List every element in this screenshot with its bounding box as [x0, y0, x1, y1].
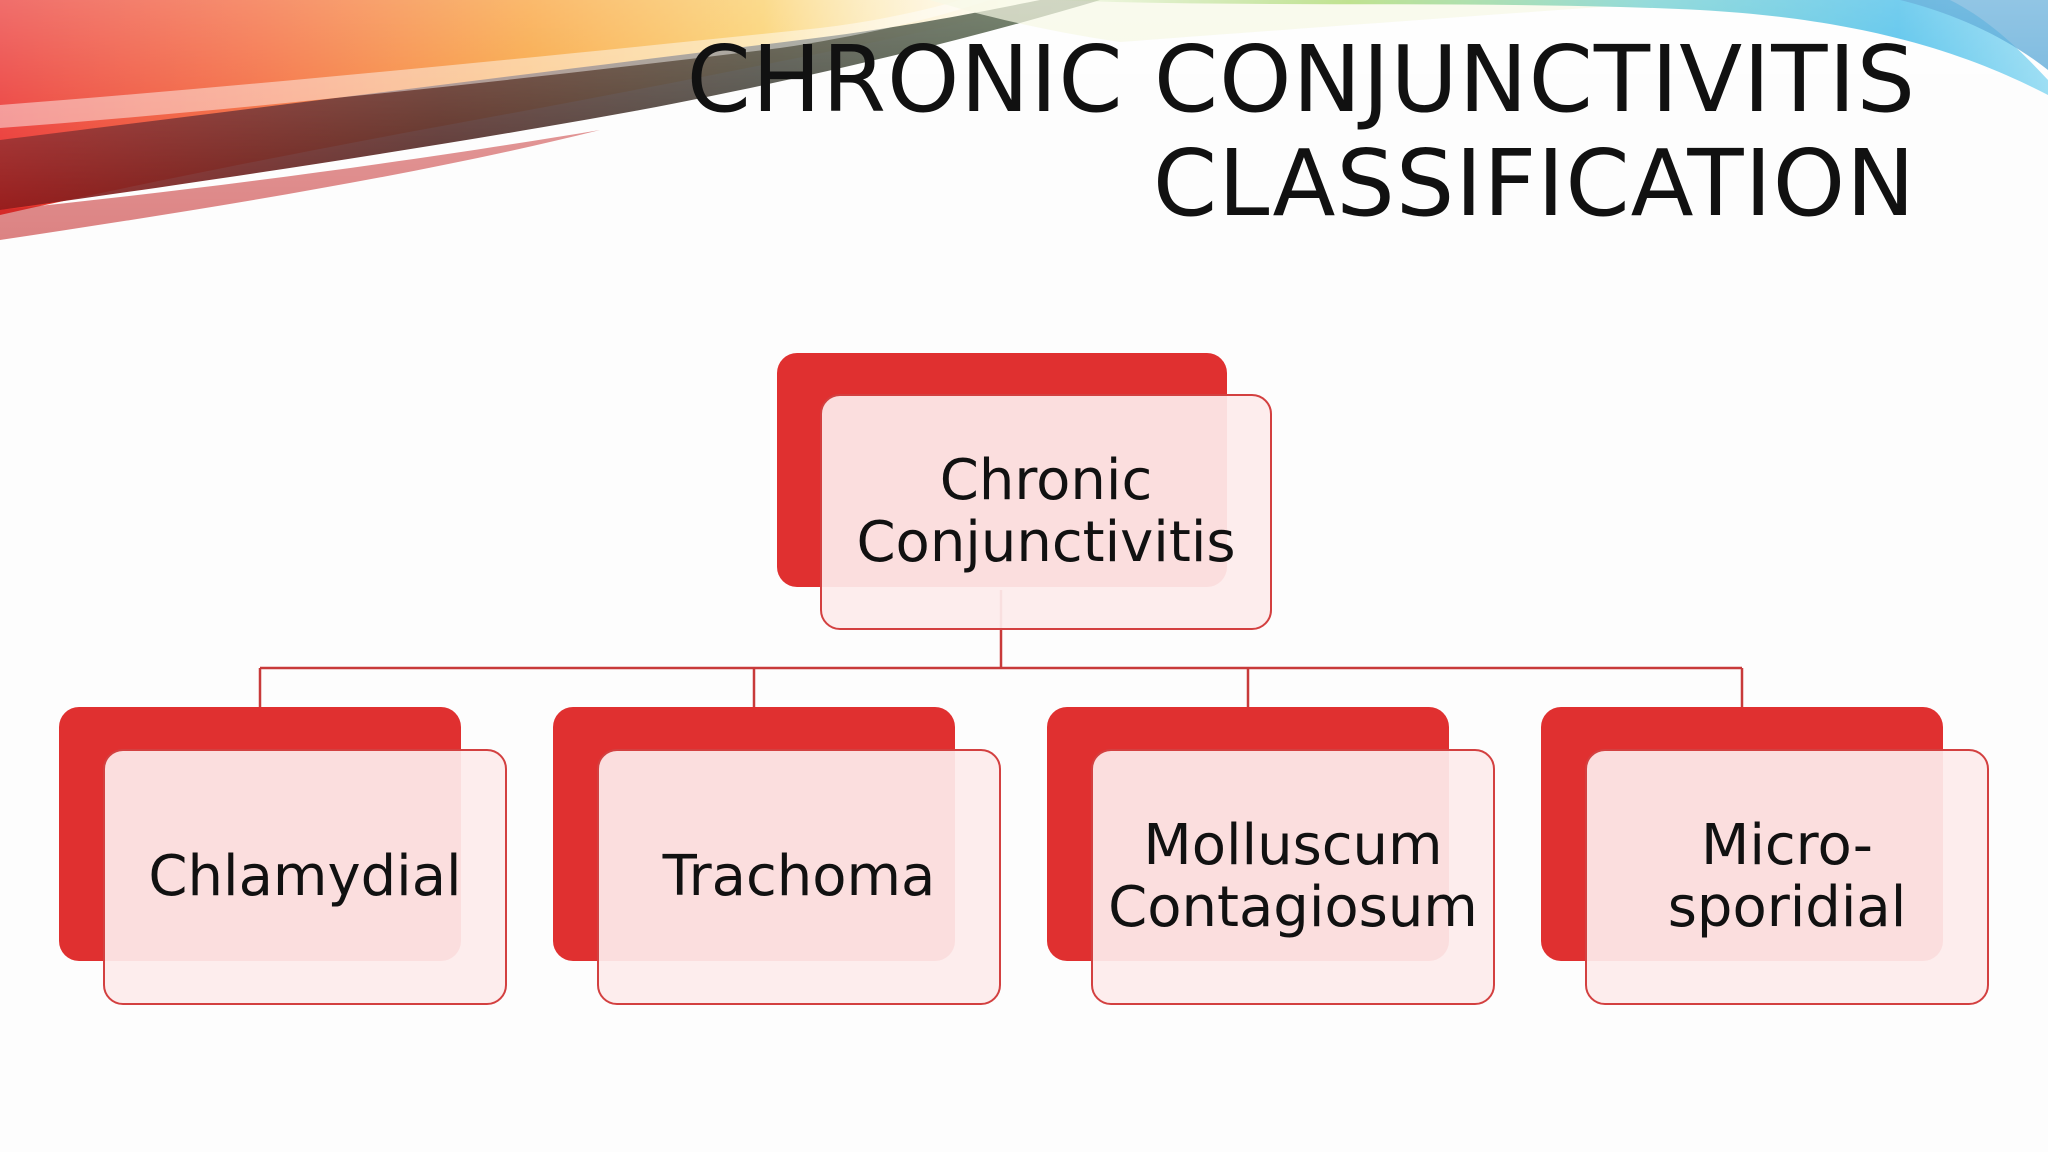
node-label-box: Chlamydial	[103, 749, 507, 1005]
node-label-line-1: Trachoma	[662, 844, 936, 909]
slide-title-line-2: Classification	[1152, 130, 1916, 237]
node-label-box: Trachoma	[597, 749, 1001, 1005]
node-label-box: Molluscum Contagiosum	[1091, 749, 1495, 1005]
node-label-box: Micro- sporidial	[1585, 749, 1989, 1005]
rainbow-swoosh-decoration	[0, 0, 2048, 260]
node-label-line-1: Chronic	[939, 448, 1153, 513]
slide-title: Chronic Conjunctivitis Classification	[516, 28, 1916, 236]
node-label-line-1: Micro-	[1701, 813, 1873, 878]
node-label-line-2: Contagiosum	[1108, 875, 1478, 940]
node-label-line-1: Molluscum	[1143, 813, 1443, 878]
node-label-box: Chronic Conjunctivitis	[820, 394, 1272, 630]
node-label-line-1: Chlamydial	[148, 844, 462, 909]
slide-title-line-1: Chronic Conjunctivitis	[686, 26, 1916, 133]
node-label-line-2: sporidial	[1667, 875, 1907, 940]
node-label-line-2: Conjunctivitis	[856, 510, 1236, 575]
